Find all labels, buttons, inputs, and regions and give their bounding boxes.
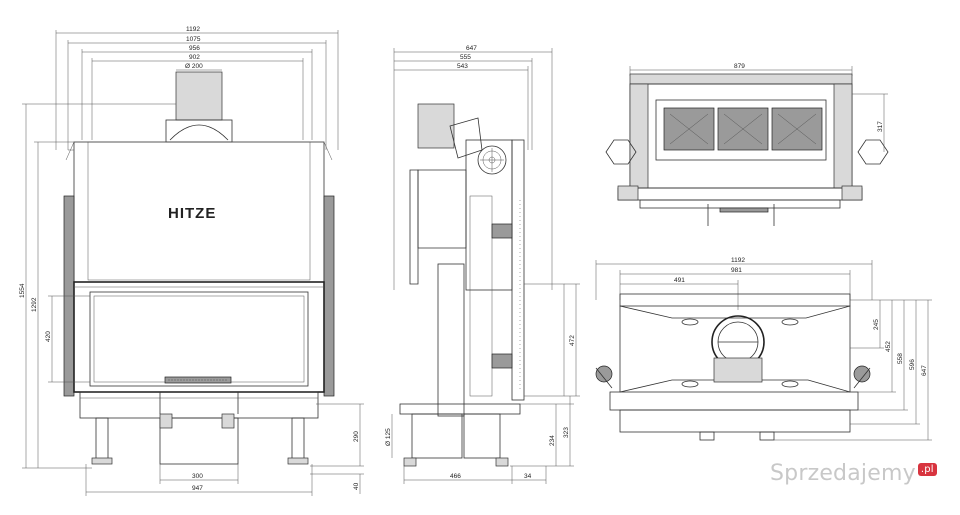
dim-front-956: 956 xyxy=(189,45,200,52)
dim-side-466: 466 xyxy=(450,473,461,480)
top-view: 879 317 xyxy=(605,63,889,226)
dim-front-40: 40 xyxy=(353,482,360,490)
dim-side-34: 34 xyxy=(524,473,532,480)
brand-logo: HITZE xyxy=(168,205,216,222)
dim-front-300: 300 xyxy=(192,473,203,480)
dim-plan-1192: 1192 xyxy=(731,257,745,264)
dim-side-555: 555 xyxy=(460,54,471,61)
dim-front-902: 902 xyxy=(189,54,200,61)
dim-side-472: 472 xyxy=(569,335,576,346)
watermark-text: Sprzedajemy xyxy=(770,461,916,486)
dim-side-234: 234 xyxy=(549,435,556,446)
dim-plan-981: 981 xyxy=(731,267,742,274)
front-view: 1192 1075 956 902 Ø 200 HITZE xyxy=(19,26,364,496)
dim-front-1554: 1554 xyxy=(19,283,26,298)
dim-front-947: 947 xyxy=(192,485,203,492)
dim-front-1192: 1192 xyxy=(186,26,200,33)
side-view: 647 555 543 472 Ø 125 xyxy=(385,45,580,484)
dim-front-420: 420 xyxy=(45,331,52,342)
dim-plan-596: 596 xyxy=(909,359,916,370)
dim-top-879: 879 xyxy=(734,63,745,70)
dim-side-543: 543 xyxy=(457,63,468,70)
dim-plan-491: 491 xyxy=(674,277,685,284)
dim-side-647: 647 xyxy=(466,45,477,52)
dim-plan-558: 558 xyxy=(897,353,904,364)
dim-side-323: 323 xyxy=(563,427,570,438)
dim-front-1292: 1292 xyxy=(31,297,38,312)
dim-plan-245: 245 xyxy=(873,319,880,330)
dim-top-317: 317 xyxy=(877,121,884,132)
plan-view: 1192 981 491 245 452 558 596 xyxy=(595,257,932,441)
dim-front-d200: Ø 200 xyxy=(185,63,203,70)
watermark: Sprzedajemy.pl xyxy=(770,461,937,486)
dim-plan-452: 452 xyxy=(885,341,892,352)
dim-front-290: 290 xyxy=(353,431,360,442)
dim-side-d125: Ø 125 xyxy=(385,428,392,446)
dim-plan-647: 647 xyxy=(921,365,928,376)
dim-front-1075: 1075 xyxy=(186,36,201,43)
watermark-tld: .pl xyxy=(917,463,937,476)
